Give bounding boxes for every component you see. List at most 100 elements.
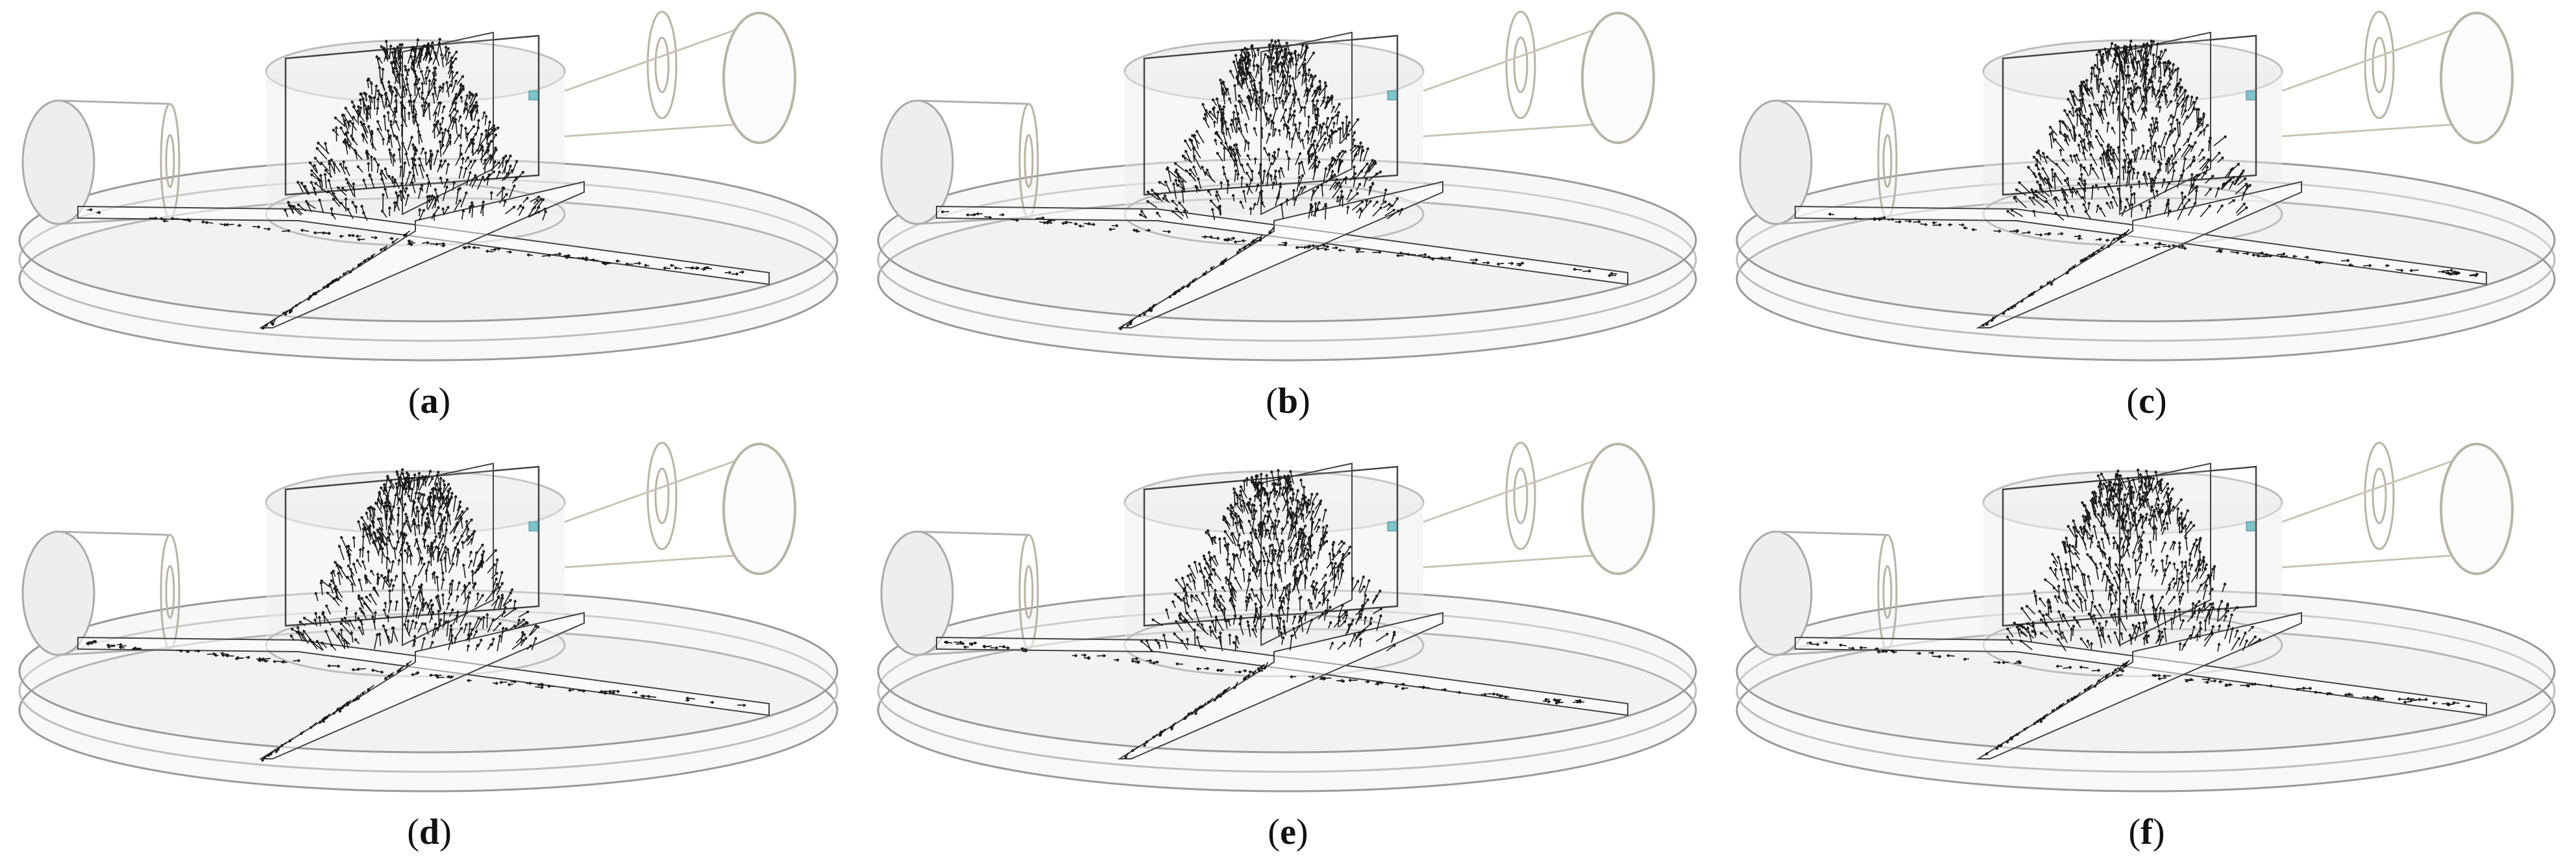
plane-vector xyxy=(281,228,291,233)
velocity-vector xyxy=(504,160,508,174)
velocity-vector xyxy=(400,486,405,503)
velocity-vector xyxy=(451,546,458,563)
plane-vector xyxy=(1839,643,1847,647)
plane-vector xyxy=(2157,242,2166,246)
velocity-vector xyxy=(1327,116,1334,130)
velocity-vector xyxy=(2165,61,2170,72)
velocity-vector xyxy=(1282,55,1290,71)
velocity-vector xyxy=(2155,42,2159,58)
velocity-vector xyxy=(533,199,539,204)
velocity-vector xyxy=(1286,508,1290,522)
velocity-vector xyxy=(2170,617,2174,630)
velocity-vector xyxy=(1183,209,1188,219)
velocity-vector xyxy=(1284,81,1288,95)
velocity-vector xyxy=(2131,624,2138,640)
velocity-vector xyxy=(1303,106,1306,117)
plane-vector xyxy=(1993,229,2002,233)
velocity-vector xyxy=(1235,636,1240,645)
vessel-bottom-ring xyxy=(877,197,1697,362)
plane-vector xyxy=(119,646,125,650)
velocity-vector xyxy=(330,571,336,585)
velocity-vector xyxy=(364,107,369,120)
velocity-vector xyxy=(1201,591,1208,602)
velocity-vector xyxy=(391,626,395,643)
velocity-vector xyxy=(1271,548,1276,562)
velocity-vector xyxy=(2129,102,2137,116)
velocity-vector xyxy=(1213,536,1217,544)
velocity-vector xyxy=(2168,68,2177,79)
velocity-vector xyxy=(288,203,294,214)
velocity-vector xyxy=(436,85,442,101)
velocity-vector xyxy=(2131,150,2137,163)
velocity-vector xyxy=(2154,526,2158,541)
velocity-vector xyxy=(1214,615,1218,632)
velocity-vector xyxy=(1213,554,1219,565)
velocity-vector xyxy=(2151,116,2157,132)
plane-vector xyxy=(472,245,480,250)
velocity-vector xyxy=(2063,132,2068,145)
plane-vector xyxy=(1934,655,1941,659)
velocity-vector xyxy=(2122,49,2128,62)
velocity-vector xyxy=(2214,186,2220,198)
velocity-vector xyxy=(1345,115,1349,132)
velocity-vector xyxy=(1240,163,1245,173)
plane-vector xyxy=(1859,646,1867,650)
velocity-vector xyxy=(1210,556,1218,567)
velocity-vector xyxy=(1369,616,1373,624)
central-column xyxy=(265,39,566,247)
velocity-vector xyxy=(1338,177,1346,188)
velocity-vector xyxy=(2157,160,2162,172)
plane-vector xyxy=(1268,227,1275,234)
velocity-vector xyxy=(434,470,440,485)
velocity-vector xyxy=(2157,480,2162,487)
velocity-vector xyxy=(1271,521,1275,532)
velocity-vector xyxy=(2027,166,2038,179)
velocity-vector xyxy=(2160,519,2166,532)
velocity-vector xyxy=(1244,77,1249,89)
velocity-vector xyxy=(417,562,426,576)
velocity-vector xyxy=(2111,512,2115,520)
plane-vector xyxy=(1578,700,1585,704)
velocity-vector xyxy=(411,67,420,84)
velocity-vector xyxy=(426,195,430,209)
plane-vector xyxy=(299,730,304,735)
velocity-vector xyxy=(2120,568,2125,577)
velocity-vector xyxy=(1273,169,1277,180)
velocity-vector xyxy=(2015,625,2021,637)
velocity-vector xyxy=(2242,639,2248,652)
velocity-vector xyxy=(1237,99,1244,114)
velocity-vector xyxy=(1321,525,1325,541)
plane-vector xyxy=(2143,241,2149,245)
velocity-vector xyxy=(1248,593,1253,602)
velocity-vector xyxy=(2076,563,2083,574)
velocity-vector xyxy=(1262,559,1266,567)
velocity-vector xyxy=(1208,583,1214,589)
velocity-vector xyxy=(2096,474,2105,490)
velocity-vector xyxy=(2157,84,2167,99)
velocity-vector xyxy=(458,115,462,123)
plane-vector xyxy=(429,242,439,246)
velocity-vector xyxy=(1178,613,1184,622)
velocity-vector xyxy=(338,565,349,580)
velocity-vector xyxy=(2182,157,2187,173)
plane-vector xyxy=(1339,679,1345,683)
velocity-vector xyxy=(374,633,379,650)
right-outlet-pipe xyxy=(2281,441,2514,575)
velocity-vector xyxy=(2044,200,2055,210)
left-inlet-bore xyxy=(1024,565,1034,619)
velocity-vector xyxy=(350,134,354,142)
velocity-vector xyxy=(1165,167,1178,179)
velocity-vector xyxy=(1158,181,1167,187)
velocity-vector xyxy=(2157,510,2163,527)
velocity-vector xyxy=(1200,645,1207,652)
velocity-vector xyxy=(2103,108,2108,117)
plane-vector xyxy=(404,232,408,237)
plane-vector xyxy=(1418,685,1426,689)
velocity-vector xyxy=(1226,179,1230,194)
velocity-vector xyxy=(2054,172,2063,185)
velocity-vector xyxy=(2170,505,2175,513)
velocity-vector xyxy=(384,601,387,609)
velocity-vector xyxy=(1295,514,1299,524)
velocity-vector xyxy=(1312,144,1319,158)
velocity-vector xyxy=(412,604,417,616)
